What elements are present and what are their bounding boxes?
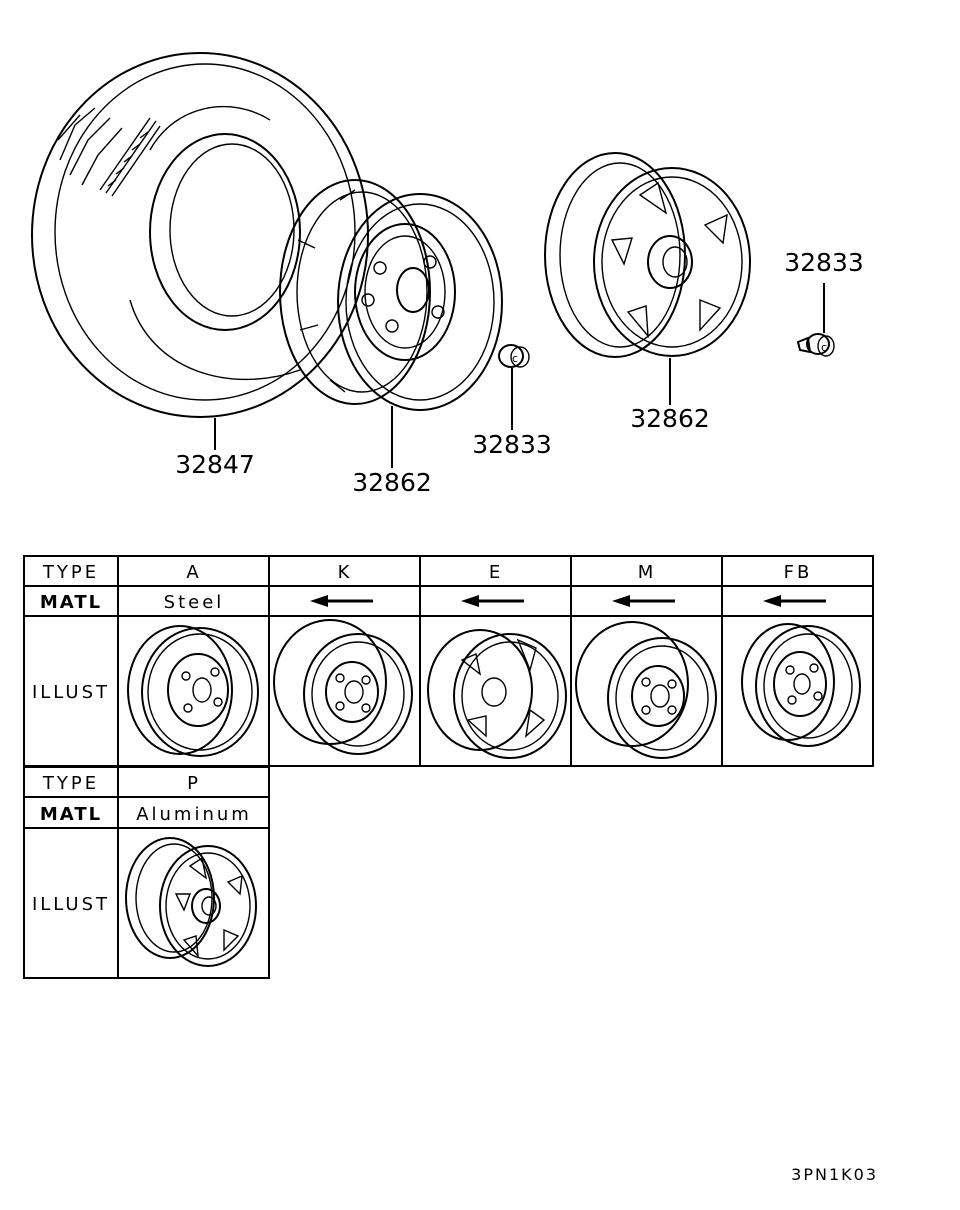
type-k: K bbox=[338, 562, 353, 583]
illust-type-k bbox=[273, 619, 413, 755]
wheel-type-table: TYPE MATL ILLUST A K E M FB Steel bbox=[23, 555, 874, 767]
part-number-nut-alloy: 32833 bbox=[784, 248, 864, 277]
part-number-tire: 32847 bbox=[175, 450, 255, 479]
svg-text:c: c bbox=[512, 352, 518, 365]
wheel-type-table-aluminum: TYPE MATL ILLUST P Aluminum bbox=[23, 766, 270, 979]
matl-row-label: MATL bbox=[40, 592, 102, 613]
type-a: A bbox=[186, 562, 201, 583]
same-as-left-arrow bbox=[461, 595, 524, 607]
illust-row-label: ILLUST bbox=[32, 894, 110, 915]
illust-type-m bbox=[575, 621, 717, 759]
matl-p: Aluminum bbox=[136, 804, 252, 825]
diagram-code: 3PN1K03 bbox=[791, 1165, 878, 1184]
tire-illustration bbox=[31, 52, 369, 418]
illust-type-fb bbox=[741, 623, 861, 747]
same-as-left-arrow bbox=[763, 595, 826, 607]
type-m: M bbox=[638, 562, 657, 583]
illust-row-label: ILLUST bbox=[32, 682, 110, 703]
matl-row-label: MATL bbox=[40, 804, 102, 825]
same-as-left-arrow bbox=[310, 595, 373, 607]
type-p: P bbox=[187, 773, 201, 794]
illust-type-p bbox=[125, 837, 257, 967]
type-row-label: TYPE bbox=[42, 773, 99, 794]
part-number-nut-steel: 32833 bbox=[472, 430, 552, 459]
svg-text:c: c bbox=[821, 341, 827, 354]
wheel-nut-steel-illustration: c bbox=[498, 344, 530, 368]
alloy-wheel-illustration bbox=[544, 152, 751, 358]
same-as-left-arrow bbox=[612, 595, 675, 607]
part-number-steel-wheel: 32862 bbox=[352, 468, 432, 497]
steel-wheel-illustration bbox=[279, 179, 503, 411]
type-e: E bbox=[489, 562, 503, 583]
illust-type-e bbox=[427, 629, 567, 759]
wheel-nut-alloy-illustration: c bbox=[796, 333, 835, 357]
type-row-label: TYPE bbox=[42, 562, 99, 583]
matl-a: Steel bbox=[164, 592, 225, 613]
part-number-alloy-wheel: 32862 bbox=[630, 404, 710, 433]
illust-type-a bbox=[127, 625, 259, 757]
type-fb: FB bbox=[784, 562, 813, 583]
